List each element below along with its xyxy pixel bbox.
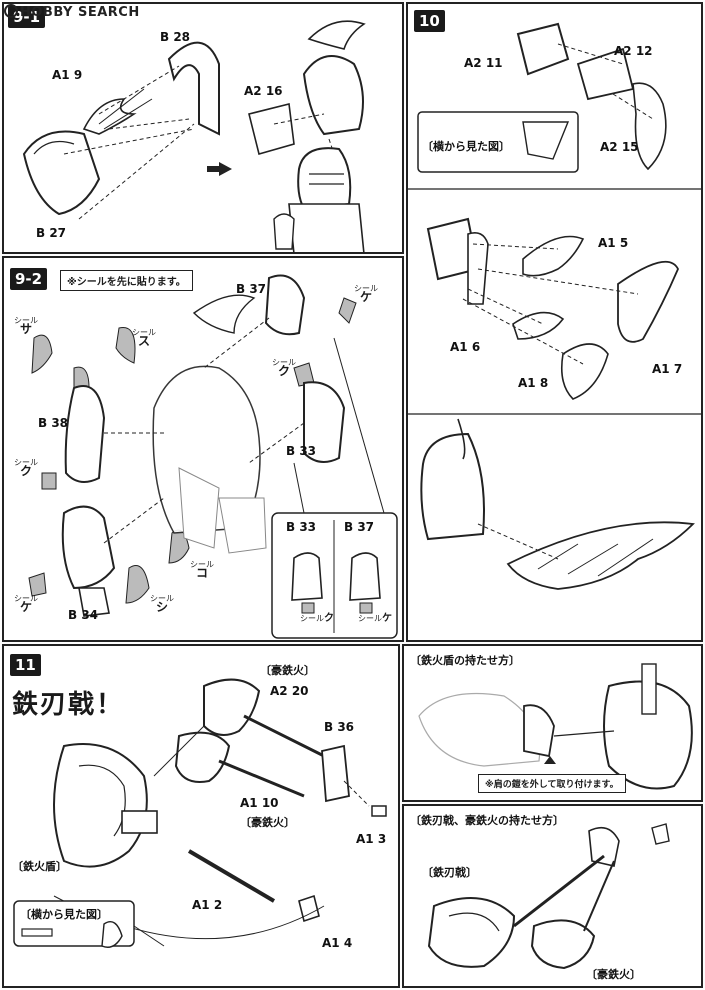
sticker-label: シール <box>14 594 38 603</box>
sticker-label: シール <box>272 358 296 367</box>
part-label-a1-4: A1 4 <box>322 936 353 950</box>
step-number: 10 <box>414 10 445 32</box>
watermark-text: HOBBY SEARCH <box>20 5 140 20</box>
panel-step-11: 11 鉄刃戟！ <box>2 644 400 988</box>
sticker-kana: シ <box>155 600 168 614</box>
part-label-a2-20: A2 20 <box>270 684 309 698</box>
sticker-ke-bottom: シールケ <box>14 594 38 614</box>
part-label-a2-12: A2 12 <box>614 44 653 58</box>
part-label-b-34: B 34 <box>68 608 99 622</box>
sticker-su: シールス <box>132 328 156 348</box>
part-label-a1-10: A1 10 <box>240 796 279 810</box>
weapon-title: 鉄刃戟！ <box>12 690 125 720</box>
inset-label-b-33: B 33 <box>286 520 317 534</box>
part-label-b-38: B 38 <box>38 416 69 430</box>
part-label-a1-8: A1 8 <box>518 376 549 390</box>
part-label-a1-2: A1 2 <box>192 898 223 912</box>
caption-tetsujingeki: 〔鉄刃戟〕 <box>422 866 477 879</box>
sticker-kana: ク <box>19 464 32 478</box>
sticker-kana: ケ <box>382 613 392 624</box>
caption-gotekka-top: 〔豪鉄火〕 <box>260 664 315 677</box>
part-label-a2-15: A2 15 <box>600 140 639 154</box>
sticker-sa: シールサ <box>14 316 38 336</box>
sticker-ke-top: シールケ <box>354 284 378 304</box>
sticker-ko: シールコ <box>190 560 214 580</box>
weapon-hold-title: 〔鉄刃戟、豪鉄火の持たせ方〕 <box>410 814 564 827</box>
shield-hold-illustration <box>418 663 693 790</box>
caption-gotekka-bottom: 〔豪鉄火〕 <box>240 816 295 829</box>
panel-shield-hold: 〔鉄火盾の持たせ方〕 ※肩の鎧を外して取り付けます。 <box>402 644 703 802</box>
panel-step-9-1: 9-1 <box>2 2 404 254</box>
step-9-2-illustration <box>28 274 398 639</box>
panel-step-9-2: 9-2 ※シールを先に貼ります。 <box>2 256 404 642</box>
part-label-b-33: B 33 <box>286 444 317 458</box>
panel-weapon-hold: 〔鉄刃戟、豪鉄火の持たせ方〕 〔鉄刃戟〕 〔豪鉄火〕 <box>402 804 703 988</box>
step-11-illustration <box>13 678 387 948</box>
sticker-first-note: ※シールを先に貼ります。 <box>60 270 193 291</box>
sticker-shi: シールシ <box>150 594 174 614</box>
sticker-kana: ケ <box>359 290 372 304</box>
sticker-kana: ク <box>277 364 290 378</box>
side-view-note: 〔横から見た図〕 <box>20 908 108 921</box>
step-9-1-illustration <box>22 20 366 252</box>
caption-gotekka: 〔豪鉄火〕 <box>586 968 641 981</box>
part-label-a1-7: A1 7 <box>652 362 683 376</box>
sticker-kana: サ <box>19 322 32 336</box>
sticker-label: シール <box>354 284 378 293</box>
part-label-b-28: B 28 <box>160 30 191 44</box>
shield-hold-title: 〔鉄火盾の持たせ方〕 <box>410 654 520 667</box>
hobby-search-logo-icon <box>4 4 18 18</box>
part-label-a1-9: A1 9 <box>52 68 83 82</box>
sticker-label: シール <box>14 316 38 325</box>
part-label-a1-3: A1 3 <box>356 832 387 846</box>
step-10-illustration <box>408 22 701 590</box>
part-label-a1-6: A1 6 <box>450 340 481 354</box>
part-label-a1-5: A1 5 <box>598 236 629 250</box>
sticker-label: シール <box>14 458 38 467</box>
sticker-kana: ス <box>137 334 150 348</box>
panel-step-10: 10 <box>406 2 703 642</box>
sticker-ku-right: シールク <box>272 358 296 378</box>
sticker-kana: コ <box>195 566 208 580</box>
sticker-ku-left: シールク <box>14 458 38 478</box>
sticker-label: シール <box>358 614 382 623</box>
sticker-kana: ケ <box>19 600 32 614</box>
sticker-label: シール <box>300 614 324 623</box>
part-label-b-36: B 36 <box>324 720 355 734</box>
shoulder-armor-note: ※肩の鎧を外して取り付けます。 <box>478 774 626 793</box>
watermark: HOBBY SEARCH <box>4 4 140 20</box>
sticker-kana: ク <box>324 613 334 624</box>
part-label-a2-16: A2 16 <box>244 84 283 98</box>
part-label-b-37: B 37 <box>236 282 267 296</box>
side-view-note: 〔横から見た図〕 <box>422 140 510 153</box>
part-label-a2-11: A2 11 <box>464 56 503 70</box>
weapon-hold-illustration <box>427 823 670 970</box>
step-number: 11 <box>10 654 41 676</box>
inset-sticker-ku: シールク <box>300 613 334 624</box>
part-label-b-27: B 27 <box>36 226 67 240</box>
sticker-label: シール <box>150 594 174 603</box>
inset-sticker-ke: シールケ <box>358 613 392 624</box>
sticker-label: シール <box>132 328 156 337</box>
step-number: 9-2 <box>10 268 48 290</box>
inset-label-b-37: B 37 <box>344 520 375 534</box>
sticker-label: シール <box>190 560 214 569</box>
caption-tekkajun: 〔鉄火盾〕 <box>12 860 67 873</box>
